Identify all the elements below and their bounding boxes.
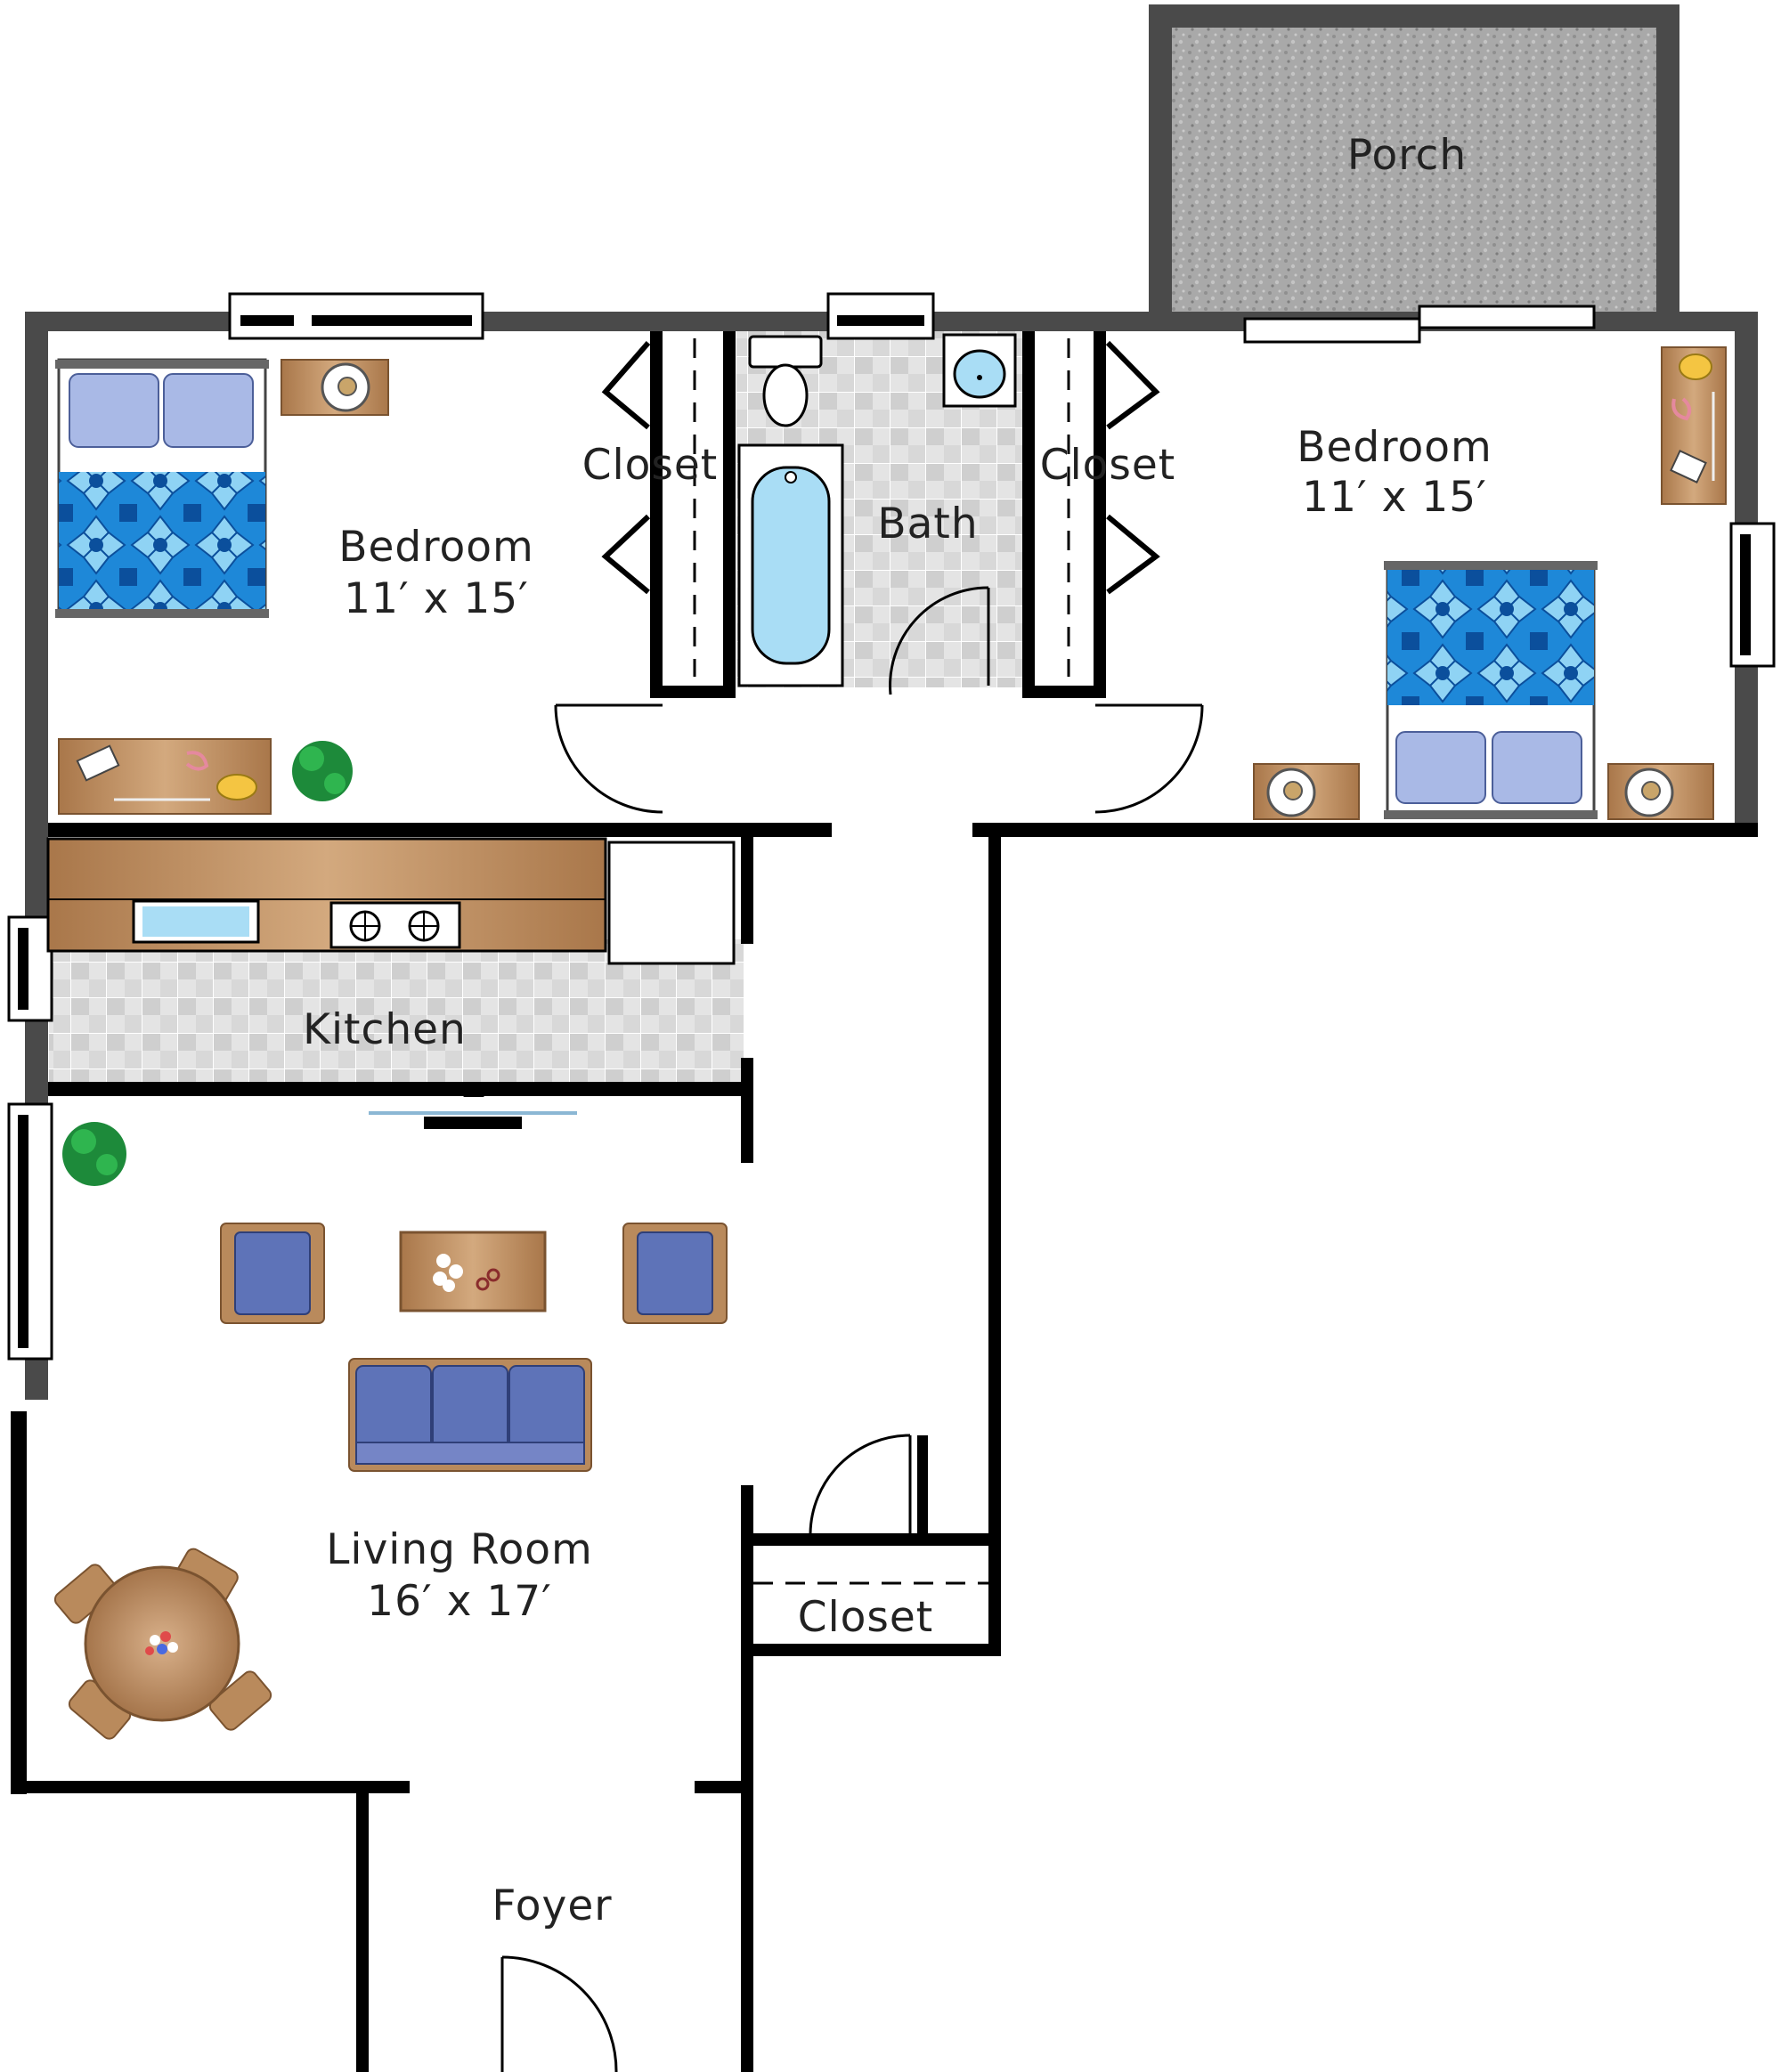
stove-icon (329, 901, 461, 949)
closet-right-label: Closet (1040, 441, 1175, 490)
living-room-label: Living Room (326, 1525, 593, 1574)
closet-left-label: Closet (582, 441, 718, 490)
porch (1149, 4, 1679, 313)
closet-bifold-doors[interactable] (601, 340, 1160, 595)
bed-right (1384, 561, 1598, 819)
porch-label: Porch (1347, 131, 1467, 180)
coffee-table (399, 1231, 547, 1312)
bedroom-left-label: Bedroom (338, 523, 534, 572)
windows (7, 292, 1776, 1361)
dresser-left (58, 738, 272, 815)
armchair-right (622, 1223, 728, 1324)
kitchen-counter (46, 837, 607, 953)
bed-left (55, 358, 269, 618)
closet-hall-label: Closet (798, 1593, 933, 1642)
bedroom-right-label: Bedroom (1297, 423, 1492, 472)
nightstand-right-1 (1253, 763, 1360, 820)
bedroom-right-size: 11′ x 15′ (1302, 473, 1487, 522)
nightstand-left (281, 359, 389, 416)
living-room-size: 16′ x 17′ (367, 1577, 552, 1626)
tv-icon (369, 1088, 577, 1129)
foyer-label: Foyer (492, 1881, 612, 1930)
bath-label: Bath (877, 500, 978, 548)
kitchen-label: Kitchen (303, 1005, 467, 1054)
sofa (348, 1358, 592, 1472)
sink-icon (942, 333, 1017, 408)
dresser-right (1661, 346, 1727, 505)
bedroom-left-size: 11′ x 15′ (344, 574, 529, 623)
kitchen-sink-icon (132, 899, 260, 944)
armchair-left (220, 1223, 325, 1324)
refrigerator-icon (607, 841, 736, 965)
plant-icon (292, 741, 353, 801)
dining-table (53, 1548, 272, 1740)
doors[interactable] (500, 586, 1204, 2072)
bathtub-icon (737, 443, 844, 687)
toilet-icon (748, 335, 823, 427)
nightstand-right-2 (1607, 763, 1714, 820)
closet-rods (693, 338, 1070, 1585)
plant-icon-2 (62, 1122, 126, 1186)
